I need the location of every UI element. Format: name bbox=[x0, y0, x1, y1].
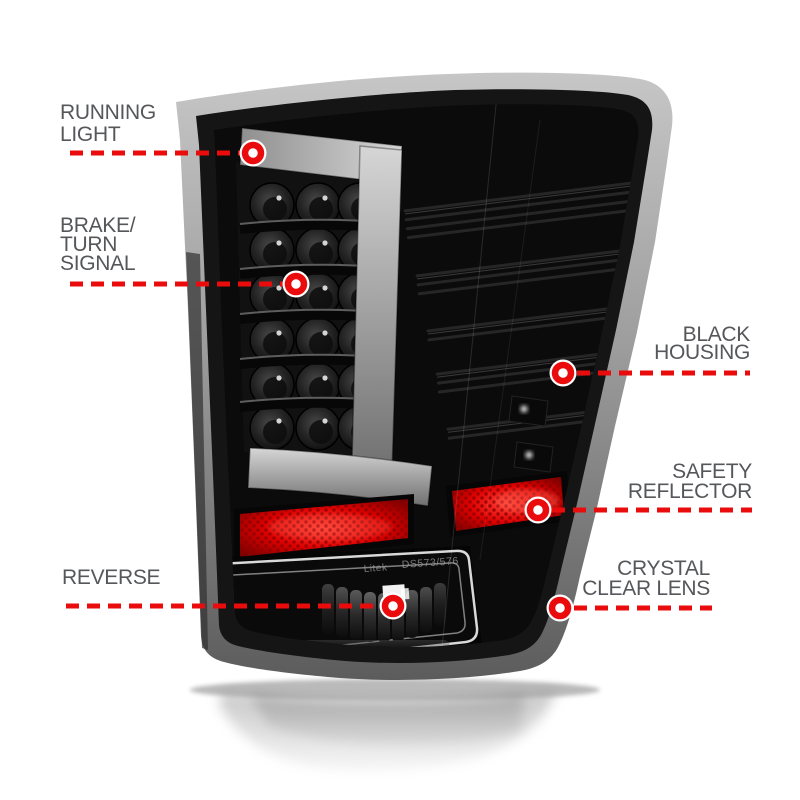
label-line: SAFETY bbox=[672, 460, 752, 483]
label-line: BLACK bbox=[682, 323, 751, 346]
dot-safety-reflector bbox=[524, 496, 552, 524]
lens-markings: Litek DS573/576 bbox=[363, 555, 459, 575]
lens-facet-lines bbox=[437, 104, 541, 648]
lens-text-brand: Litek bbox=[363, 562, 388, 575]
label-line: RUNNING bbox=[60, 101, 156, 124]
label-crystal-clear-lens: CRYSTAL CLEAR LENS bbox=[582, 557, 710, 600]
label-running-light: RUNNING LIGHT bbox=[60, 102, 156, 146]
floor-reflection bbox=[0, 679, 800, 800]
rim-shadow-left bbox=[186, 252, 208, 650]
label-line: TURN bbox=[60, 233, 118, 256]
label-line: BRAKE/ bbox=[60, 214, 136, 237]
dot-reverse bbox=[379, 592, 407, 620]
running-light-bar bbox=[239, 127, 433, 507]
label-line: CLEAR LENS bbox=[582, 577, 710, 600]
label-line: HOUSING bbox=[654, 341, 750, 364]
dot-crystal-clear-lens bbox=[546, 594, 574, 622]
label-black-housing: BLACK HOUSING bbox=[654, 323, 751, 364]
dot-black-housing bbox=[549, 359, 577, 387]
label-safety-reflector: SAFETY REFLECTOR bbox=[627, 460, 752, 503]
label-reverse: REVERSE bbox=[62, 566, 161, 589]
label-line: REVERSE bbox=[62, 566, 161, 589]
label-line: CRYSTAL bbox=[617, 557, 710, 580]
label-brake-turn-signal: BRAKE/ TURN SIGNAL bbox=[60, 214, 136, 275]
lens-text-code: DS573/576 bbox=[401, 555, 459, 571]
safety-reflector-left bbox=[234, 494, 414, 562]
dot-running-light bbox=[239, 139, 267, 167]
label-line: SIGNAL bbox=[60, 252, 136, 275]
dot-brake-turn-signal bbox=[282, 270, 310, 298]
label-line: REFLECTOR bbox=[627, 480, 752, 503]
mounting-clips bbox=[508, 395, 554, 473]
label-line: LIGHT bbox=[60, 123, 121, 146]
